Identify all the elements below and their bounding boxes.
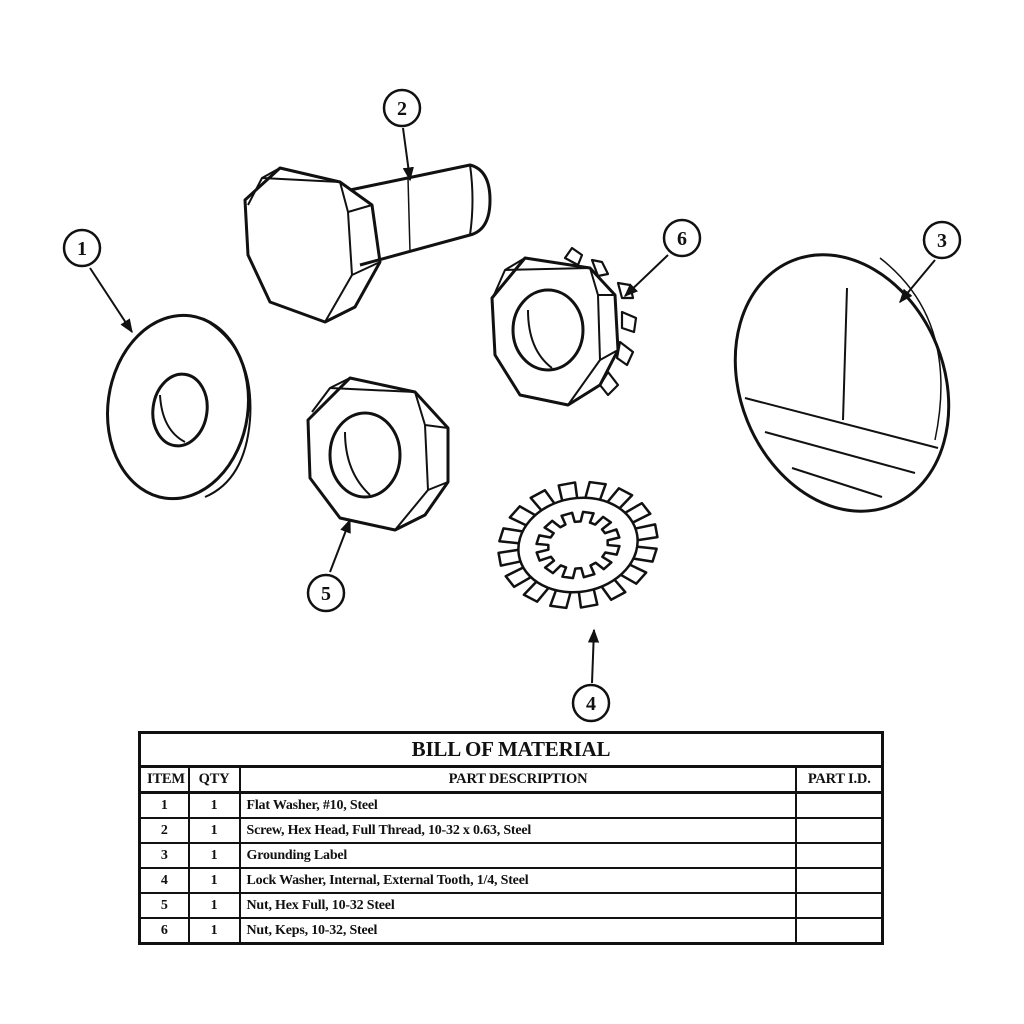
bom-part-id-cell: [795, 817, 884, 844]
callout-1: 1: [62, 228, 102, 268]
exploded-parts-drawing: 1 2 3 4 5 6: [62, 88, 962, 723]
callout-number: 3: [937, 230, 947, 252]
grounding-label-part: [733, 253, 951, 513]
bom-part-id-cell: [795, 867, 884, 894]
callout-number: 5: [321, 583, 331, 605]
bom-description-cell: Screw, Hex Head, Full Thread, 10-32 x 0.…: [238, 817, 798, 844]
bom-qty-cell: 1: [187, 791, 241, 819]
hex-nut-part: [306, 376, 450, 532]
bom-qty-cell: 1: [187, 842, 241, 869]
header-part-id: PART I.D.: [795, 765, 884, 794]
keps-nut-part: [490, 246, 638, 407]
bom-part-id-cell: [795, 791, 884, 819]
header-description: PART DESCRIPTION: [238, 765, 798, 794]
callout-4: 4: [571, 683, 611, 723]
callout-circle: [571, 683, 611, 723]
leader-5: [329, 518, 351, 573]
bom-item-cell: 1: [138, 791, 190, 819]
bom-item-cell: 5: [138, 892, 190, 919]
leader-lines: [89, 127, 936, 684]
bom-part-id-cell: [795, 892, 884, 919]
bom-qty-cell: 1: [187, 817, 241, 844]
leader-1: [89, 267, 133, 334]
callout-number: 2: [397, 98, 407, 120]
tooth-lock-washer-part: [497, 480, 659, 610]
hex-head-screw-part: [243, 163, 492, 324]
bom-item-cell: 3: [138, 842, 190, 869]
leader-4: [587, 628, 600, 684]
bom-description-cell: Nut, Hex Full, 10-32 Steel: [238, 892, 798, 919]
bom-qty-cell: 1: [187, 917, 241, 945]
bom-title: BILL OF MATERIAL: [138, 731, 884, 768]
bom-description-cell: Grounding Label: [238, 842, 798, 869]
bom-description-cell: Lock Washer, Internal, External Tooth, 1…: [238, 867, 798, 894]
callout-circle: [382, 88, 422, 128]
callout-circle: [306, 573, 346, 613]
callout-circle: [922, 220, 962, 260]
callout-circle: [662, 218, 702, 258]
callout-number: 6: [677, 228, 687, 250]
leader-6: [623, 254, 669, 297]
callout-3: 3: [922, 220, 962, 260]
callout-number: 4: [586, 693, 596, 715]
callout-number: 1: [77, 238, 87, 260]
bom-qty-cell: 1: [187, 867, 241, 894]
flat-washer-part: [106, 313, 252, 501]
bom-item-cell: 2: [138, 817, 190, 844]
leader-2: [402, 127, 414, 182]
bill-of-material-table: BILL OF MATERIAL ITEM QTY PART DESCRIPTI…: [138, 731, 884, 945]
bom-description-cell: Flat Washer, #10, Steel: [238, 791, 798, 819]
callout-balloons: 1 2 3 4 5 6: [62, 88, 962, 723]
callout-5: 5: [306, 573, 346, 613]
callout-6: 6: [662, 218, 702, 258]
washer-inner-teeth: [535, 510, 621, 580]
bom-qty-cell: 1: [187, 892, 241, 919]
bom-item-cell: 6: [138, 917, 190, 945]
bom-description-cell: Nut, Keps, 10-32, Steel: [238, 917, 798, 945]
bom-part-id-cell: [795, 917, 884, 945]
callout-2: 2: [382, 88, 422, 128]
header-item: ITEM: [138, 765, 190, 794]
bom-part-id-cell: [795, 842, 884, 869]
header-qty: QTY: [187, 765, 241, 794]
bom-header-row: ITEM QTY PART DESCRIPTION PART I.D.: [138, 765, 884, 794]
leader-3: [899, 259, 936, 304]
callout-circle: [62, 228, 102, 268]
bom-item-cell: 4: [138, 867, 190, 894]
